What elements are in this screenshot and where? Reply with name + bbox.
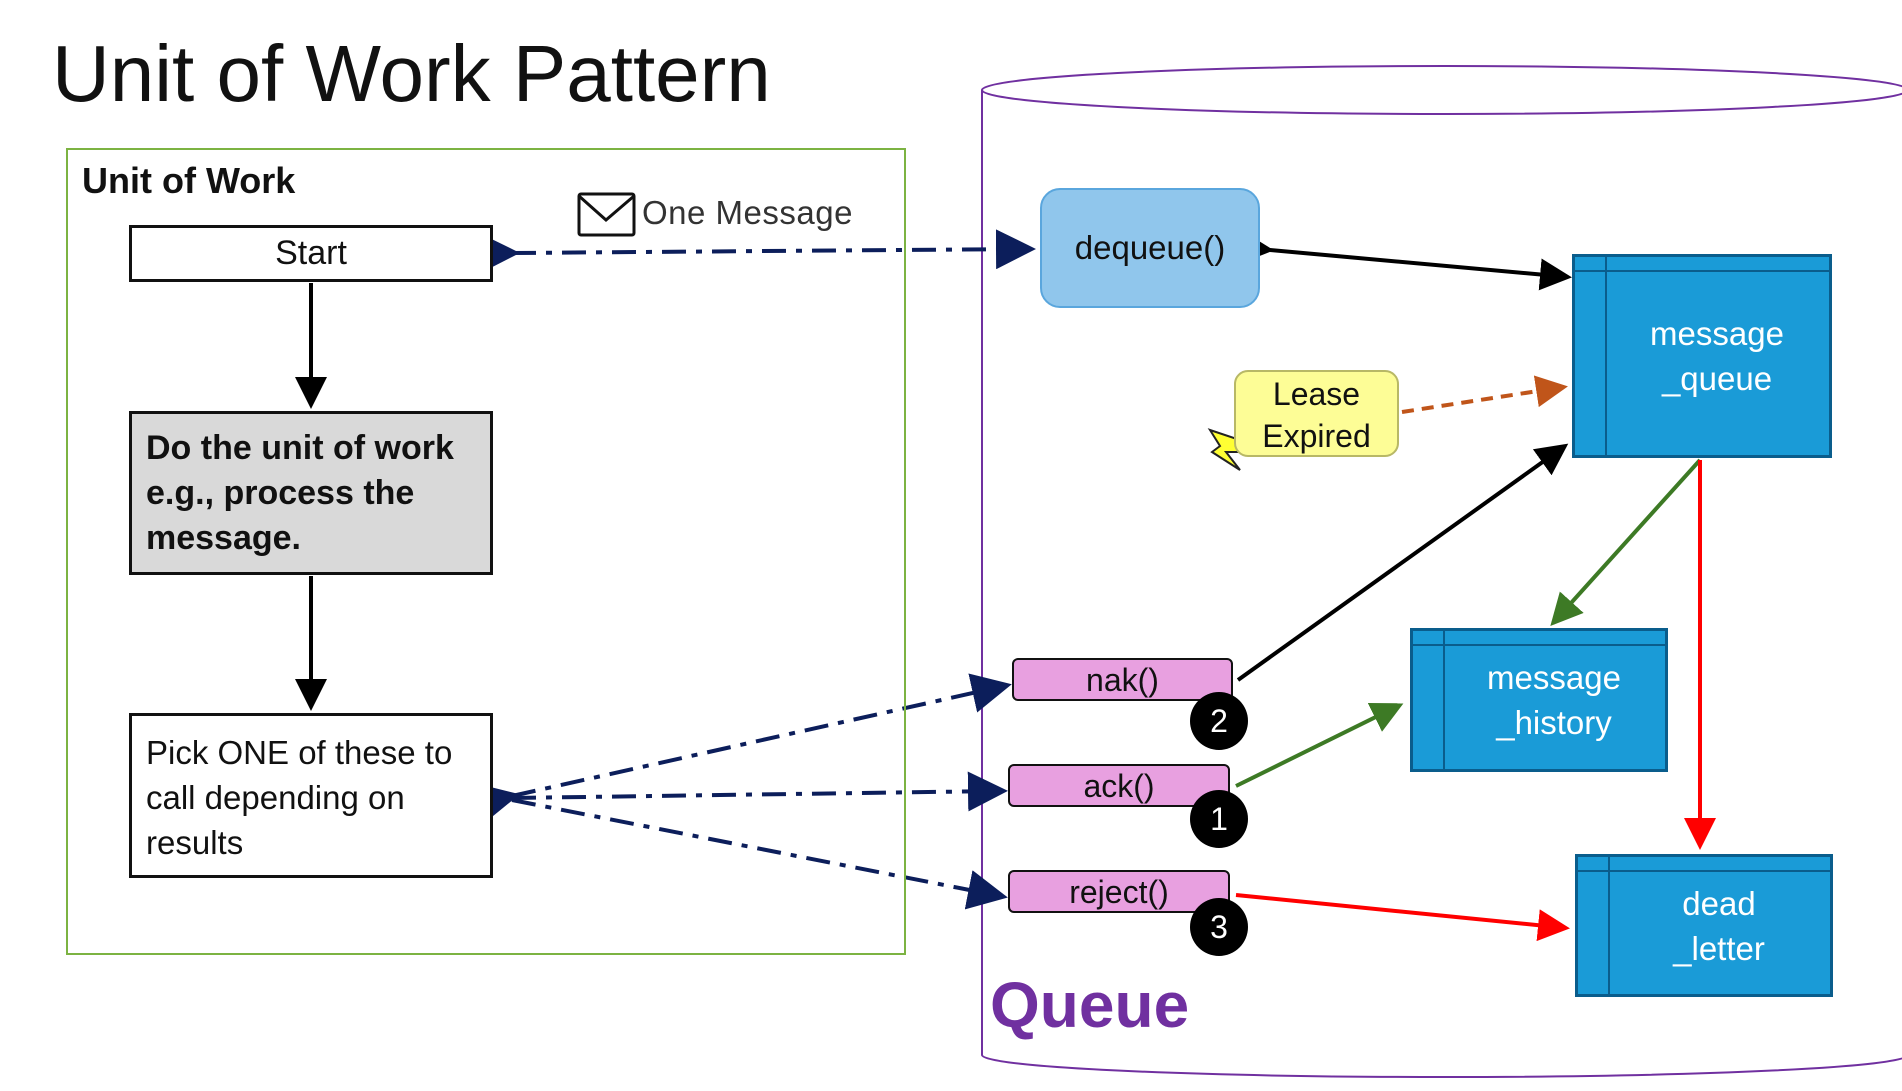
lease-line: Lease	[1272, 376, 1361, 412]
page-title: Unit of Work Pattern	[52, 29, 771, 118]
envelope-icon	[577, 192, 636, 237]
table-label: message	[1487, 659, 1621, 696]
nak-badge: 2	[1190, 692, 1248, 750]
queue-cylinder	[981, 65, 1902, 1078]
table-label: dead	[1682, 884, 1756, 922]
arrow-lease-mq	[1401, 375, 1568, 414]
pick-line: Pick ONE of these to	[146, 734, 453, 771]
table-label: _letter	[1673, 929, 1765, 967]
ack-node: ack()	[1008, 764, 1230, 807]
lease-line: Expired	[1262, 418, 1371, 454]
arrow-nak-mq	[1236, 443, 1569, 682]
arrow-pick-reject	[511, 798, 1008, 910]
table-label: _history	[1496, 704, 1612, 741]
table-label: _queue	[1661, 360, 1773, 397]
nak-node: nak()	[1012, 658, 1233, 701]
arrow-pick-ack	[511, 771, 1008, 812]
unit-of-work-frame	[66, 148, 906, 955]
dead-letter-table: dead _letter	[1575, 854, 1833, 997]
arrow-pick-nak	[476, 673, 1012, 823]
work-box: Do the unit of work e.g., process the me…	[129, 411, 493, 575]
work-line: message.	[146, 519, 301, 557]
reject-node: reject()	[1008, 870, 1230, 913]
start-box: Start	[129, 225, 493, 282]
work-line: e.g., process the	[146, 474, 415, 512]
pick-line: results	[146, 824, 244, 861]
arrow-ack-mh	[1235, 703, 1404, 788]
arrow-dequeue-mq	[1240, 231, 1572, 291]
one-message-label: One Message	[642, 194, 853, 231]
work-line: Do the unit of work	[146, 429, 454, 467]
lease-expired-note: Lease Expired	[1234, 370, 1399, 457]
ack-badge: 1	[1190, 790, 1248, 848]
arrow-start-dequeue	[479, 229, 1036, 274]
dequeue-node: dequeue()	[1040, 188, 1260, 308]
message-history-table: message _history	[1410, 628, 1668, 772]
arrow-mq-mh	[1550, 458, 1702, 626]
queue-label: Queue	[990, 969, 1190, 1041]
arrow-reject-dl	[1235, 893, 1570, 942]
table-label: message	[1650, 315, 1784, 352]
pick-line: call depending on	[146, 779, 405, 816]
unit-of-work-label: Unit of Work	[82, 160, 296, 201]
reject-badge: 3	[1190, 898, 1248, 956]
pick-box: Pick ONE of these to call depending on r…	[129, 713, 493, 878]
message-queue-table: message _queue	[1572, 254, 1832, 458]
